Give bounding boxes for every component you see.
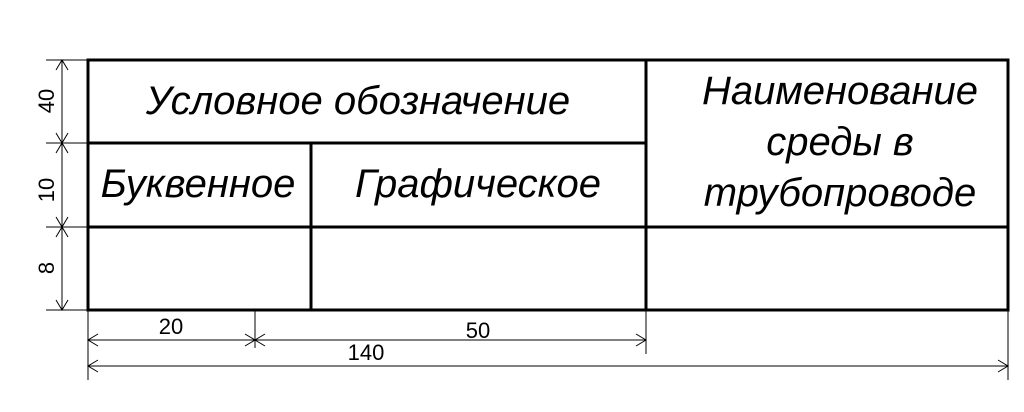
arrow-total-right: [997, 359, 1009, 373]
arrow-col1-left: [87, 333, 99, 347]
header-graphic-label: Графическое: [355, 162, 601, 206]
horizontal-dimensions: 20 50 140: [87, 310, 1009, 380]
arrow-row2-down: [55, 226, 69, 238]
header-name-line2: среды в: [766, 120, 914, 164]
dim-label-total: 140: [348, 340, 385, 365]
arrow-col2-left: [254, 333, 266, 347]
dim-label-col2: 50: [466, 318, 490, 343]
table-outer-border: [86, 58, 1010, 312]
vertical-dimensions: 40 10 8: [34, 59, 88, 311]
header-name-line3: трубопроводе: [704, 171, 977, 215]
header-symbol-label: Условное обозначение: [145, 79, 570, 123]
arrow-row1-down: [55, 142, 69, 154]
header-name-line1: Наименование: [702, 69, 978, 113]
arrow-top: [55, 59, 69, 71]
dim-label-row1: 40: [34, 89, 59, 113]
dim-label-row2: 10: [34, 178, 59, 202]
table-grid: [86, 58, 1010, 312]
arrow-bottom: [55, 299, 69, 311]
arrow-total-left: [87, 359, 99, 373]
dim-label-col1: 20: [159, 314, 183, 339]
header-letter-label: Буквенное: [101, 162, 296, 206]
dim-label-row3: 8: [34, 262, 59, 274]
arrow-col2-right: [635, 333, 647, 347]
